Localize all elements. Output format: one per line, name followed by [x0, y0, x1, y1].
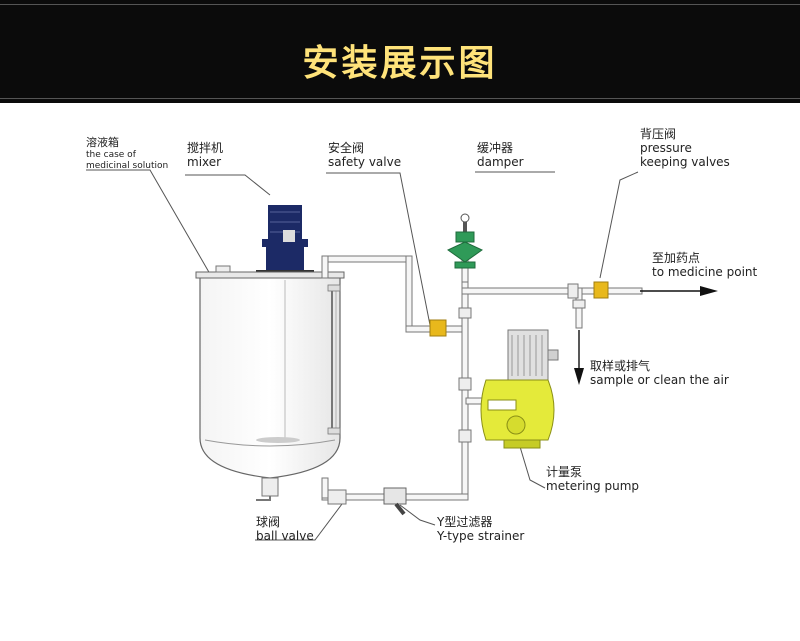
- title-banner: 安装展示图: [0, 0, 800, 103]
- safety-valve: [429, 319, 447, 337]
- mixer-motor: [256, 205, 314, 276]
- ball-valve: [327, 489, 347, 505]
- label-strainer-en: Y-type strainer: [437, 529, 525, 543]
- label-strainer-zh: Y型过滤器: [437, 515, 493, 529]
- label-medicine-point-en: to medicine point: [652, 265, 758, 279]
- label-ball-valve-en: ball valve: [256, 529, 314, 543]
- installation-diagram: [86, 169, 718, 541]
- label-pressure-valve-zh: 背压阀: [640, 127, 677, 141]
- metering-pump: [480, 329, 559, 449]
- label-medicine-point-zh: 至加药点: [652, 251, 701, 265]
- label-ball-valve: 球阀 ball valve: [256, 515, 314, 543]
- label-mixer-en: mixer: [187, 155, 222, 169]
- label-damper-en: damper: [477, 155, 524, 169]
- label-safety-valve-en: safety valve: [328, 155, 402, 169]
- damper: [447, 213, 483, 269]
- label-mixer: 搅拌机 mixer: [187, 141, 223, 169]
- label-sample: 取样或排气 sample or clean the air: [590, 359, 729, 387]
- label-pressure-valve: 背压阀 pressure keeping valves: [640, 127, 730, 169]
- label-tank: 溶液箱 the case of medicinal solution: [86, 136, 168, 172]
- label-pressure-valve-en-2: keeping valves: [640, 155, 730, 169]
- label-pump-en: metering pump: [546, 479, 639, 493]
- label-safety-valve: 安全阀 safety valve: [328, 141, 401, 169]
- label-damper: 缓冲器 damper: [477, 141, 524, 169]
- label-sample-zh: 取样或排气: [590, 359, 651, 373]
- label-tank-en-2: medicinal solution: [86, 161, 169, 171]
- solution-tank: [195, 265, 345, 501]
- label-pump-zh: 计量泵: [546, 465, 583, 479]
- page-title: 安装展示图: [302, 43, 498, 84]
- banner-top-line: [0, 4, 800, 5]
- label-safety-valve-zh: 安全阀: [328, 141, 365, 155]
- banner-bottom-line: [0, 98, 800, 99]
- label-pump: 计量泵 metering pump: [546, 465, 639, 493]
- label-mixer-zh: 搅拌机: [187, 141, 224, 155]
- label-pressure-valve-en-1: pressure: [640, 141, 692, 155]
- pressure-valve: [593, 281, 609, 299]
- leader-lines: [86, 169, 639, 541]
- check-valves: [458, 283, 586, 443]
- label-medicine-point: 至加药点 to medicine point: [652, 251, 757, 279]
- label-damper-zh: 缓冲器: [477, 141, 514, 155]
- label-tank-zh: 溶液箱: [86, 136, 119, 149]
- label-tank-en-1: the case of: [86, 150, 136, 160]
- label-sample-en: sample or clean the air: [590, 373, 729, 387]
- y-strainer: [383, 487, 407, 516]
- flow-arrows: [574, 286, 718, 385]
- label-strainer: Y型过滤器 Y-type strainer: [437, 515, 524, 543]
- label-ball-valve-zh: 球阀: [256, 515, 281, 529]
